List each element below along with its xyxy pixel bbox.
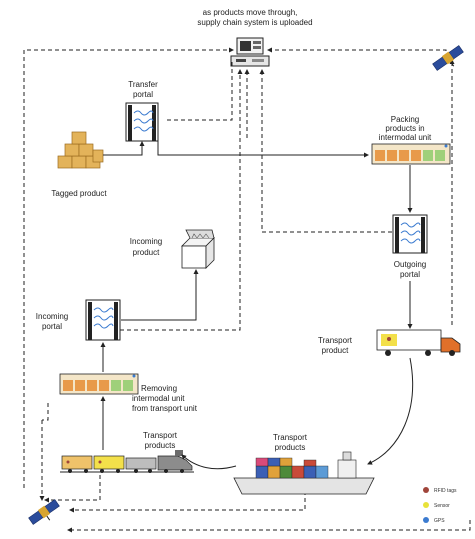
flow-computer-to-transfer-portal	[166, 62, 233, 121]
incoming-portal-label-2: portal	[42, 322, 62, 331]
rfid-portal-icon	[392, 214, 428, 254]
flow-train-to-satellite	[44, 475, 101, 503]
satellite-icon	[432, 45, 464, 71]
packing-label-1: Packing	[391, 115, 419, 124]
rfid-portal-icon	[85, 299, 121, 341]
flow-container-left	[42, 403, 49, 421]
removing-label-2: intermodal unit	[132, 394, 185, 403]
transport-products-train-label-2: products	[145, 441, 176, 450]
transport-products-train-label-1: Transport	[143, 431, 178, 440]
flow-boxes-to-transfer	[103, 141, 145, 156]
tagged-product-label: Tagged product	[51, 189, 107, 198]
legend-gps-dot	[423, 517, 429, 523]
outgoing-portal-label-1: Outgoing	[394, 260, 426, 269]
legend-label-gps: GPS	[434, 518, 445, 524]
transport-products-ship-label-2: products	[275, 443, 306, 452]
flow-transfer-to-packing	[157, 141, 369, 158]
flow-incoming-portal-to-computer	[120, 69, 243, 331]
legend-sensor-dot	[423, 502, 429, 508]
outgoing-portal-label-2: portal	[400, 270, 420, 279]
removing-label-3: from transport unit	[132, 404, 198, 413]
flow-truck-to-ship	[367, 357, 414, 465]
transport-products-ship-label-1: Transport	[273, 433, 308, 442]
transfer-portal-label-2: portal	[133, 90, 153, 99]
cargo-ship-icon	[233, 451, 375, 495]
satellite-icon	[28, 499, 60, 525]
flow-outgoing-to-computer	[259, 69, 392, 233]
transport-product-label-2: product	[322, 346, 349, 355]
computer-terminal-icon	[230, 37, 270, 67]
legend-label-rfid: RFID tags	[434, 488, 457, 494]
intermodal-container-icon	[59, 373, 139, 395]
packing-label-3: intermodal unit	[379, 133, 432, 142]
train-icon	[60, 450, 194, 473]
truck-icon	[376, 329, 461, 356]
legend: RFID tags Sensor GPS	[423, 487, 457, 524]
transfer-portal-label-1: Transfer	[128, 80, 158, 89]
incoming-portal-label-1: Incoming	[36, 312, 68, 321]
flow-satellite-to-computer	[267, 47, 447, 58]
incoming-product-label-1: Incoming	[130, 237, 162, 246]
intermodal-container-icon	[371, 143, 451, 165]
header-line-2: supply chain system is uploaded	[197, 18, 312, 27]
stacked-boxes-icon	[57, 131, 104, 169]
flow-ship-to-train	[181, 454, 237, 470]
flow-left-to-computer	[23, 47, 234, 488]
flow-incoming-portal-to-box	[121, 269, 199, 321]
legend-label-sensor: Sensor	[434, 503, 450, 509]
packing-label-2: products in	[385, 124, 424, 133]
header-line-1: as products move through,	[203, 8, 298, 17]
removing-label-1: Removing	[141, 384, 177, 393]
open-box-icon	[181, 229, 215, 269]
flow-bottom-return	[67, 520, 471, 533]
transport-product-label-1: Transport	[318, 336, 353, 345]
rfid-portal-icon	[125, 102, 159, 142]
incoming-product-label-2: product	[133, 248, 160, 257]
legend-rfid-dot	[423, 487, 429, 493]
